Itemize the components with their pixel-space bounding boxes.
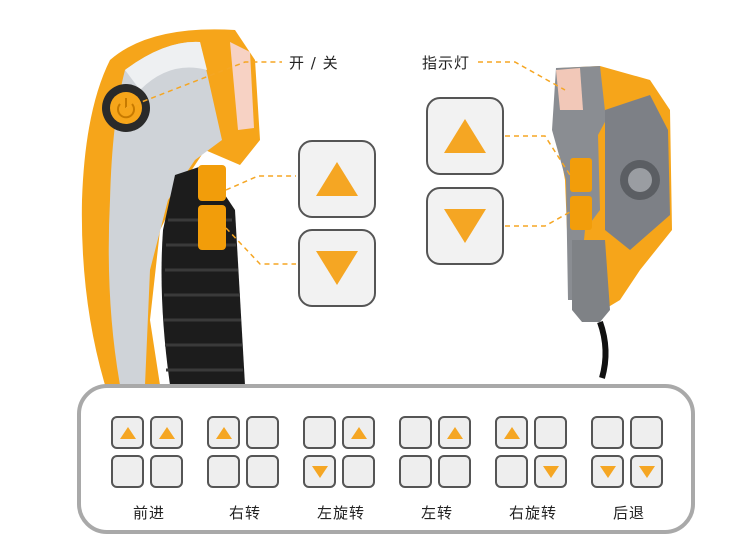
arrow-down-icon — [542, 465, 559, 478]
mode-cell — [591, 416, 624, 449]
mode-cell — [438, 455, 471, 488]
left-down-button[interactable] — [298, 229, 376, 307]
mode-cell — [246, 455, 279, 488]
mode-cell — [630, 416, 663, 449]
mode-label: 后退 — [612, 504, 645, 522]
arrow-down-icon — [444, 209, 486, 243]
arrow-up-icon — [215, 426, 232, 439]
arrow-down-icon — [316, 251, 358, 285]
mode-cell — [399, 455, 432, 488]
arrow-down-icon — [311, 465, 328, 478]
arrow-down-icon — [638, 465, 655, 478]
right-down-button[interactable] — [426, 187, 504, 265]
mode-cell — [630, 455, 663, 488]
mode-turn-right: 右转 — [207, 416, 283, 522]
mode-grid — [591, 416, 667, 488]
mode-cell — [303, 416, 336, 449]
right-up-button[interactable] — [426, 97, 504, 175]
arrow-up-icon — [350, 426, 367, 439]
mode-cell — [150, 416, 183, 449]
mode-rotate-right: 右旋转 — [495, 416, 571, 522]
mode-cell — [534, 455, 567, 488]
arrow-up-icon — [119, 426, 136, 439]
mode-label: 右转 — [228, 504, 261, 522]
mode-grid — [399, 416, 475, 488]
mode-cell — [438, 416, 471, 449]
mode-grid — [303, 416, 379, 488]
mode-rotate-left: 左旋转 — [303, 416, 379, 522]
left-up-button[interactable] — [298, 140, 376, 218]
mode-label: 左转 — [420, 504, 453, 522]
mode-cell — [246, 416, 279, 449]
mode-forward: 前进 — [111, 416, 187, 522]
arrow-up-icon — [446, 426, 463, 439]
mode-cell — [495, 416, 528, 449]
mode-backward: 后退 — [591, 416, 667, 522]
mode-cell — [150, 455, 183, 488]
mode-cell — [111, 416, 144, 449]
mode-cell — [591, 455, 624, 488]
mode-label: 左旋转 — [316, 504, 365, 522]
mode-cell — [495, 455, 528, 488]
mode-cell — [111, 455, 144, 488]
mode-cell — [342, 455, 375, 488]
power-callout-label: 开 / 关 — [289, 54, 339, 72]
arrow-up-icon — [316, 162, 358, 196]
mode-cell — [207, 455, 240, 488]
mode-cell — [303, 455, 336, 488]
mode-label: 前进 — [132, 504, 165, 522]
direction-mode-panel: 前进 右转 左旋转 左转 右旋转 后退 — [77, 384, 695, 534]
arrow-down-icon — [599, 465, 616, 478]
arrow-up-icon — [158, 426, 175, 439]
mode-cell — [342, 416, 375, 449]
mode-cell — [207, 416, 240, 449]
mode-turn-left: 左转 — [399, 416, 475, 522]
mode-grid — [111, 416, 187, 488]
arrow-up-icon — [503, 426, 520, 439]
mode-grid — [495, 416, 571, 488]
indicator-callout-label: 指示灯 — [422, 54, 471, 72]
mode-grid — [207, 416, 283, 488]
mode-cell — [534, 416, 567, 449]
mode-label: 右旋转 — [508, 504, 557, 522]
arrow-up-icon — [444, 119, 486, 153]
mode-cell — [399, 416, 432, 449]
